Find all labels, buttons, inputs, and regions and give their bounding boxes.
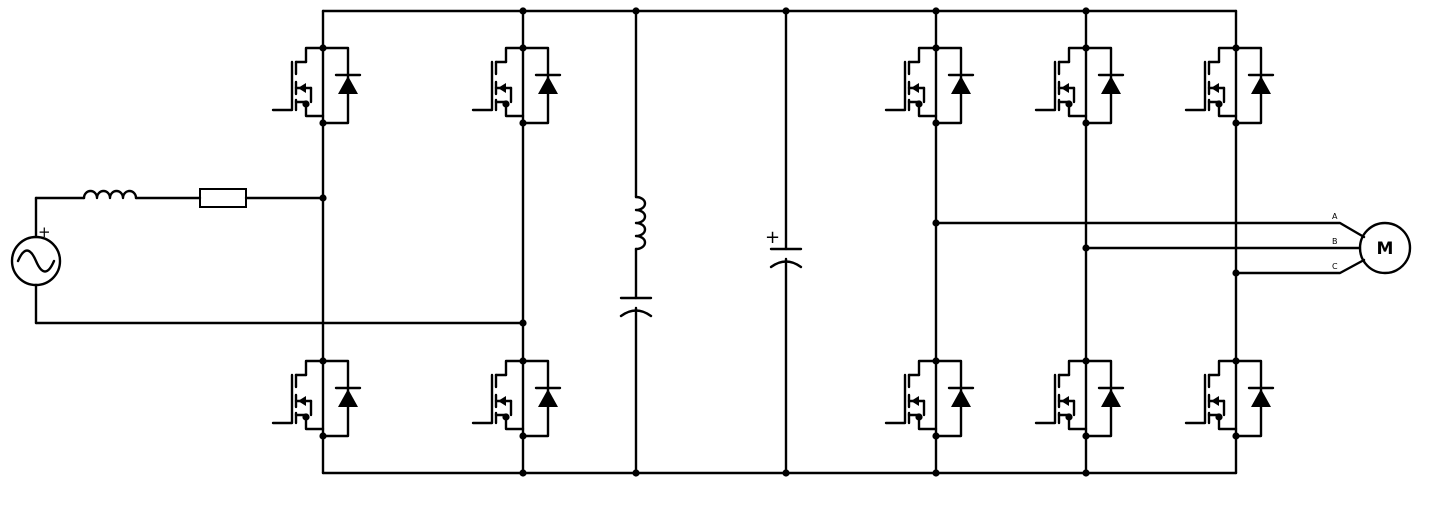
- rectifier-switch-1: [271, 46, 362, 125]
- junction-dot: [932, 7, 940, 15]
- junction-dot: [1215, 100, 1223, 108]
- ac-source: +: [10, 196, 62, 325]
- rectifier-switch-3: [271, 359, 362, 438]
- junction-dot: [1065, 413, 1073, 421]
- rectifier-leg-wires: [321, 9, 525, 475]
- dc-link-series-lc: [619, 9, 653, 475]
- junction-dot: [1232, 44, 1240, 52]
- junction-dot: [319, 357, 327, 365]
- junction-dot: [932, 469, 940, 477]
- junction-dot: [319, 194, 327, 202]
- junction-dot: [502, 413, 510, 421]
- inverter-switch-b-high: [1034, 46, 1125, 125]
- junction-dot: [1082, 244, 1090, 252]
- junction-dot: [1232, 432, 1240, 440]
- rectifier-switch-4: [471, 359, 562, 438]
- junction-dot: [302, 413, 310, 421]
- motor: M: [1358, 221, 1412, 275]
- junction-dot: [782, 469, 790, 477]
- inverter-switch-c-high: [1184, 46, 1275, 125]
- motor-phase-lines: A B C: [934, 212, 1366, 275]
- junction-dot: [1232, 269, 1240, 277]
- source-polarity-mark: +: [38, 223, 51, 241]
- rectifier-switch-2: [471, 46, 562, 125]
- junction-dot: [319, 119, 327, 127]
- junction-dot: [319, 432, 327, 440]
- junction-dot: [782, 7, 790, 15]
- motor-label: M: [1377, 239, 1394, 259]
- inverter-switch-c-low: [1184, 359, 1275, 438]
- junction-dot: [915, 413, 923, 421]
- input-inductor: [82, 189, 138, 200]
- junction-dot: [1215, 413, 1223, 421]
- junction-dot: [1082, 44, 1090, 52]
- junction-dot: [932, 432, 940, 440]
- junction-dot: [319, 44, 327, 52]
- phase-a-label: A: [1332, 212, 1338, 221]
- phase-c-label: C: [1332, 262, 1338, 271]
- junction-dot: [519, 119, 527, 127]
- junction-dot: [519, 469, 527, 477]
- junction-dot: [519, 432, 527, 440]
- inverter-switch-a-high: [884, 46, 975, 125]
- junction-dot: [1082, 432, 1090, 440]
- junction-dot: [302, 100, 310, 108]
- inverter-switch-b-low: [1034, 359, 1125, 438]
- junction-dot: [1082, 469, 1090, 477]
- dc-link-capacitor: +: [765, 9, 803, 475]
- inverter-leg-wires: [934, 9, 1238, 475]
- junction-dot: [519, 357, 527, 365]
- junction-dot: [915, 100, 923, 108]
- junction-dot: [932, 119, 940, 127]
- junction-dot: [1232, 357, 1240, 365]
- junction-dot: [1065, 100, 1073, 108]
- junction-dot: [932, 357, 940, 365]
- junction-dot: [1082, 119, 1090, 127]
- junction-dot: [519, 44, 527, 52]
- input-resistor: [199, 188, 247, 208]
- junction-dot: [632, 469, 640, 477]
- junction-dot: [1082, 357, 1090, 365]
- switch-array: [271, 46, 1275, 438]
- junction-dot: [932, 44, 940, 52]
- junction-dot: [519, 319, 527, 327]
- junction-dot: [932, 219, 940, 227]
- junction-dots: [302, 7, 1240, 477]
- input-line: [34, 188, 525, 325]
- inverter-switch-a-low: [884, 359, 975, 438]
- junction-dot: [1232, 119, 1240, 127]
- capacitor-polarity-mark: +: [765, 227, 780, 248]
- junction-dot: [502, 100, 510, 108]
- phase-b-label: B: [1332, 237, 1338, 246]
- junction-dot: [519, 7, 527, 15]
- junction-dot: [632, 7, 640, 15]
- junction-dot: [1082, 7, 1090, 15]
